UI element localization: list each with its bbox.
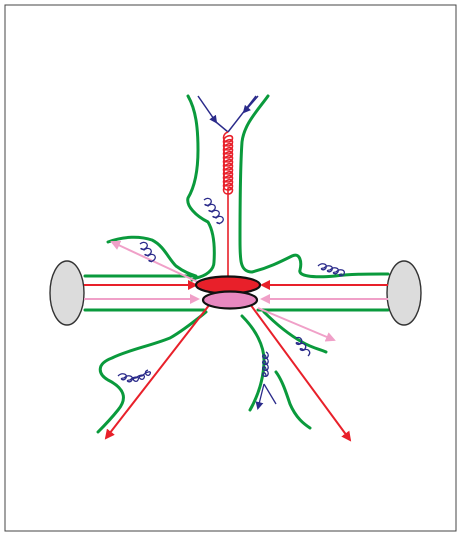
- gluon-lower-middle: [263, 352, 269, 376]
- vertical-gluon: [224, 132, 233, 280]
- gluon-upper-right: [318, 264, 344, 276]
- left-hadron: [50, 261, 84, 325]
- gluon-lower-left: [118, 370, 150, 382]
- outgoing-pink-parton-right: [258, 308, 334, 340]
- hard-interaction-pink: [203, 292, 257, 309]
- quark-antiquark-pair: [198, 96, 258, 132]
- outgoing-red-jet-lower-left: [106, 304, 210, 438]
- right-hadron: [387, 261, 421, 325]
